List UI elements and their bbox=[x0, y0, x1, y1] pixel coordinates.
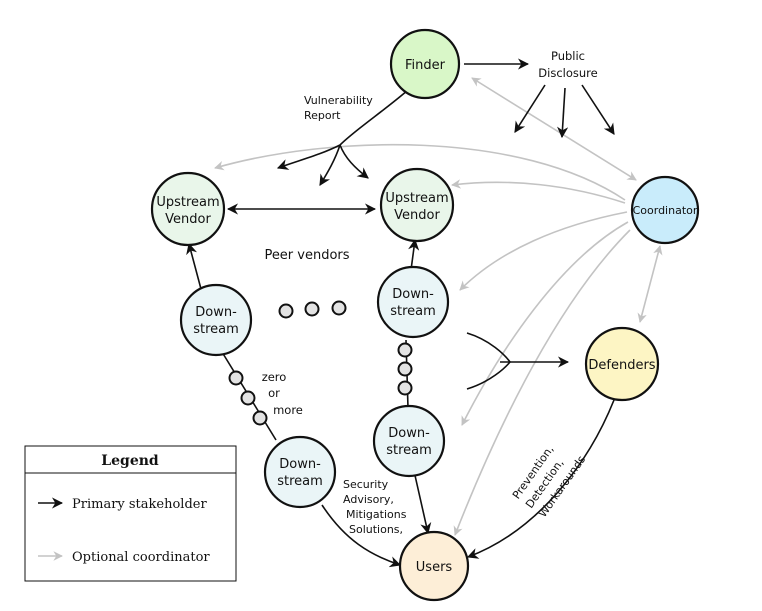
node-upstream-vendor-left: Upstream Vendor bbox=[150, 171, 226, 247]
downstream-mid-top-line1: Down- bbox=[392, 287, 434, 302]
peer-ellipsis-dot-2 bbox=[304, 301, 320, 317]
finder-label: Finder bbox=[405, 58, 446, 73]
users-label: Users bbox=[416, 560, 453, 575]
zero-or-more-line3: more bbox=[273, 403, 303, 417]
downstream-left-top-line1: Down- bbox=[195, 305, 237, 320]
node-upstream-vendor-mid: Upstream Vendor bbox=[379, 167, 455, 243]
public-disclosure-line2: Disclosure bbox=[538, 66, 597, 80]
finder-report-main bbox=[339, 89, 409, 146]
coord-to-users bbox=[453, 229, 631, 536]
node-finder: Finder bbox=[389, 28, 461, 100]
chain-link-left-1 bbox=[228, 370, 244, 386]
security-advisory-line3: Mitigations bbox=[346, 508, 407, 521]
report-to-middle bbox=[319, 144, 341, 186]
chain-link-left-2 bbox=[240, 390, 256, 406]
report-to-upstream-left bbox=[276, 144, 341, 170]
chain-link-mid-1 bbox=[397, 342, 413, 358]
defenders-to-users bbox=[466, 399, 615, 559]
optional-arrows bbox=[214, 77, 663, 536]
security-advisory-line2: Advisory, bbox=[343, 493, 394, 506]
prevention-label: Prevention, Detection, Workarounds bbox=[510, 443, 588, 520]
public-disclosure-line1: Public bbox=[551, 49, 585, 63]
peer-ellipsis-dot-1 bbox=[278, 303, 294, 319]
upstream-mid-line1: Upstream bbox=[385, 191, 448, 206]
downstream-mid-to-users bbox=[413, 470, 432, 535]
chain-links bbox=[228, 300, 413, 426]
chain-link-mid-2 bbox=[397, 361, 413, 377]
upstream-mid-line2: Vendor bbox=[394, 208, 440, 223]
downstream-to-upstream-mid bbox=[408, 238, 420, 271]
zero-or-more-label: zero or more bbox=[262, 370, 303, 417]
peer-ellipsis-dot-3 bbox=[331, 300, 347, 316]
chain-link-mid-3 bbox=[397, 380, 413, 396]
coord-to-downstream-mid-top bbox=[459, 211, 628, 291]
coord-finder-link bbox=[471, 77, 637, 181]
downstream-to-upstream-left bbox=[186, 242, 202, 290]
zero-or-more-line1: zero bbox=[262, 370, 287, 384]
public-arrow-3 bbox=[581, 84, 615, 135]
vulnerability-report-label: Vulnerability Report bbox=[304, 94, 373, 122]
defenders-label: Defenders bbox=[588, 358, 655, 373]
downstream-left-top-line2: stream bbox=[193, 322, 239, 337]
node-defenders: Defenders bbox=[584, 326, 660, 402]
coordinator-label: Coordinator bbox=[633, 204, 698, 217]
downstream-left-bottom-line2: stream bbox=[277, 474, 323, 489]
merge-arrow-bottom bbox=[466, 361, 511, 390]
security-advisory-line4: Solutions, bbox=[349, 523, 403, 536]
downstream-left-to-users bbox=[321, 504, 402, 568]
security-advisory-line1: Security bbox=[343, 478, 389, 491]
downstream-mid-bottom-line1: Down- bbox=[388, 426, 430, 441]
legend-primary-label: Primary stakeholder bbox=[72, 497, 207, 512]
node-downstream-left-bottom: Down- stream bbox=[263, 435, 337, 509]
node-downstream-left-top: Down- stream bbox=[179, 283, 253, 357]
vulnerability-report-line2: Report bbox=[304, 109, 341, 122]
primary-arrows bbox=[186, 58, 615, 568]
vulnerability-report-line1: Vulnerability bbox=[304, 94, 373, 107]
legend-optional-label: Optional coordinator bbox=[72, 550, 210, 565]
downstream-left-bottom-line1: Down- bbox=[279, 457, 321, 472]
node-coordinator: Coordinator bbox=[630, 175, 700, 245]
public-disclosure-label: Public Disclosure bbox=[538, 49, 597, 80]
report-to-upstream-mid bbox=[339, 144, 369, 179]
merge-arrow-top bbox=[466, 332, 511, 363]
public-arrow-2 bbox=[557, 87, 569, 139]
downstream-mid-bottom-line2: stream bbox=[386, 443, 432, 458]
security-advisory-label: Security Advisory, Mitigations Solutions… bbox=[343, 478, 407, 536]
downstream-mid-top-line2: stream bbox=[390, 304, 436, 319]
upstream-left-line1: Upstream bbox=[156, 195, 219, 210]
zero-or-more-line2: or bbox=[268, 386, 280, 400]
coord-defenders-link bbox=[637, 245, 663, 323]
node-downstream-mid-top: Down- stream bbox=[376, 265, 450, 339]
coord-to-upstream-mid bbox=[451, 179, 626, 204]
node-downstream-mid-bottom: Down- stream bbox=[372, 404, 446, 478]
legend: Legend Primary stakeholder Optional coor… bbox=[24, 445, 237, 582]
upstream-left-line2: Vendor bbox=[165, 212, 211, 227]
legend-title: Legend bbox=[101, 453, 159, 469]
coord-to-downstream-mid-bottom bbox=[461, 221, 629, 426]
node-users: Users bbox=[398, 530, 470, 602]
chain-link-left-3 bbox=[252, 410, 268, 426]
peer-vendors-label: Peer vendors bbox=[264, 248, 349, 263]
public-arrow-1 bbox=[514, 84, 546, 133]
